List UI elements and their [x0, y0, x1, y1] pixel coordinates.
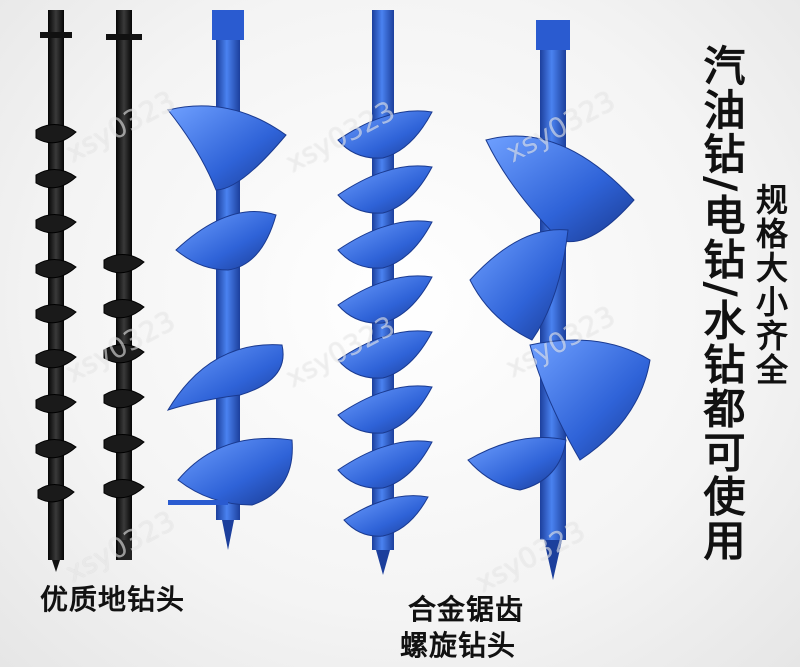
caption-middle-line2: 螺旋钻头: [400, 629, 517, 662]
vertical-text-main: 汽油钻/电钻/水钻都可使用: [697, 44, 746, 563]
black-auger-2: [103, 10, 145, 560]
caption-left: 优质地钻头: [40, 583, 186, 616]
blue-auger-wide: [166, 10, 293, 550]
caption-middle-line1: 合金锯齿: [408, 593, 525, 626]
blue-auger-large: [467, 20, 651, 580]
black-auger-1: [35, 10, 77, 572]
blue-auger-sawtooth: [337, 10, 433, 575]
vertical-text-side: 规格大小齐全: [751, 183, 789, 387]
